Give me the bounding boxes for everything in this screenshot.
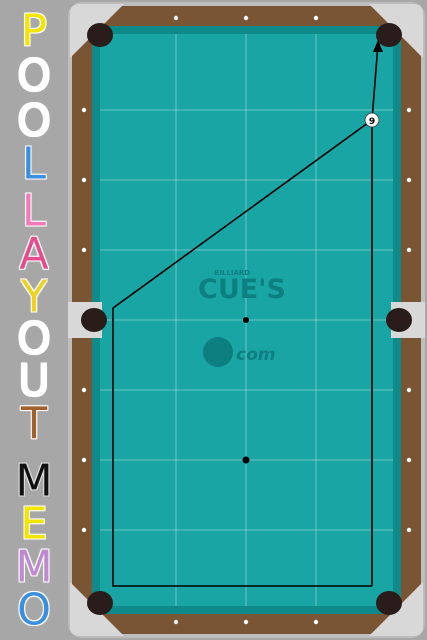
- title-letter: M: [15, 455, 53, 507]
- pocket[interactable]: [87, 23, 113, 47]
- rail-diamond: [406, 247, 412, 253]
- logo-top-text: BILLIARD: [214, 269, 250, 277]
- rail-diamond: [81, 177, 87, 183]
- rail-diamond: [81, 527, 87, 533]
- title-letter: O: [17, 584, 51, 636]
- pocket[interactable]: [81, 308, 107, 332]
- rail-diamond: [406, 457, 412, 463]
- rail-diamond: [313, 15, 319, 21]
- title-letter: Y: [20, 271, 48, 323]
- rail-diamond: [313, 619, 319, 625]
- head-spot: [242, 456, 250, 464]
- pocket[interactable]: [386, 308, 412, 332]
- rail-diamond: [406, 387, 412, 393]
- nine-ball[interactable]: [364, 112, 380, 128]
- title-letter: A: [19, 228, 49, 280]
- rail-diamond: [81, 457, 87, 463]
- center-spot: [243, 317, 249, 323]
- rail-diamond: [406, 107, 412, 113]
- title-letter: E: [20, 498, 48, 550]
- rail-diamond: [81, 107, 87, 113]
- rail-diamond: [173, 619, 179, 625]
- rail-diamond: [173, 15, 179, 21]
- rail-diamond: [81, 247, 87, 253]
- nine-ball-number: 9: [369, 117, 375, 127]
- rail-diamond: [243, 619, 249, 625]
- pocket[interactable]: [87, 591, 113, 615]
- title-letter: P: [21, 5, 47, 57]
- rail-diamond: [406, 527, 412, 533]
- title-letter: L: [22, 138, 46, 190]
- shot-path-line: [112, 118, 373, 587]
- title-letter: U: [18, 355, 50, 407]
- arrow-head-icon: [373, 40, 383, 52]
- title-letter: L: [22, 185, 46, 237]
- rail-diamond: [81, 387, 87, 393]
- title-letter: O: [17, 313, 51, 365]
- title-letter: M: [15, 541, 53, 593]
- pocket[interactable]: [376, 23, 402, 47]
- rail-diamond: [406, 177, 412, 183]
- title-letter: O: [17, 50, 51, 102]
- title-letter: T: [20, 398, 48, 450]
- shot-path-to-pocket: [371, 43, 379, 121]
- title-letter: O: [17, 95, 51, 147]
- logo-circle-icon: [203, 337, 233, 367]
- pocket[interactable]: [376, 591, 402, 615]
- logo-sub-text: com: [236, 345, 275, 365]
- logo-main-text: CUE'S: [198, 274, 286, 305]
- rail-diamond: [243, 15, 249, 21]
